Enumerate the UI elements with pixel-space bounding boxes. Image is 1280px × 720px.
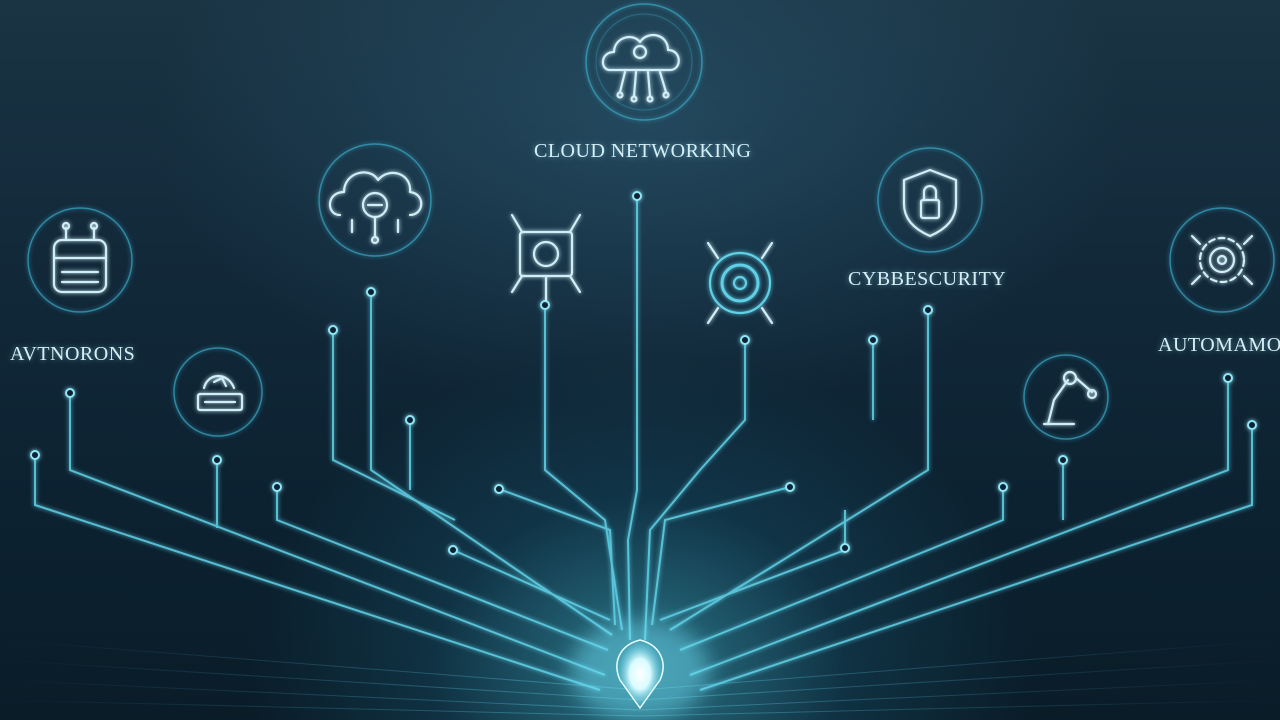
gear-icon (1169, 207, 1275, 313)
router-icon (173, 347, 263, 437)
label-cloud-networking: CLOUD NETWORKING (534, 140, 752, 162)
robot-arm-icon (1023, 354, 1109, 440)
shield-lock-icon (877, 147, 983, 253)
cloud-tree-icon (585, 3, 703, 121)
label-left: AVTNORONS (10, 343, 136, 365)
label-right: AUTOMAMOU (1158, 334, 1280, 356)
circuit-nodes (30, 191, 1257, 555)
chip-icon (510, 213, 582, 302)
circuit-lines (34, 196, 1253, 691)
label-cybersecurity: CYBBESCURITY (848, 268, 1007, 290)
floor-grid (0, 639, 1280, 717)
central-light-orb (570, 620, 710, 720)
cloud-key-icon (318, 143, 432, 257)
database-icon (27, 207, 133, 313)
target-icon (706, 241, 774, 325)
